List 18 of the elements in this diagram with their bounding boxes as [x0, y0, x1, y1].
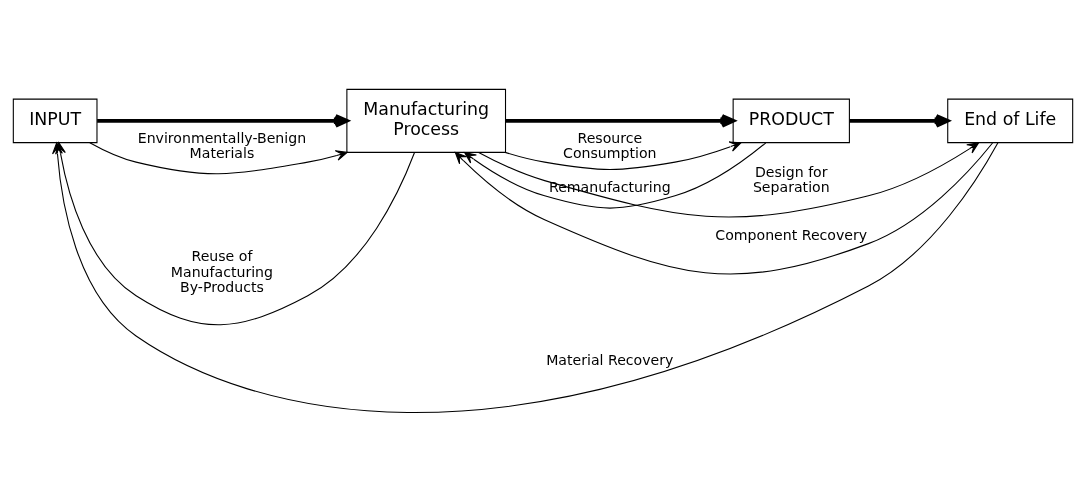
arrow: [478, 142, 980, 218]
node-box: INPUT: [12, 98, 98, 144]
arrow: [464, 142, 767, 209]
node-box: Manufacturing Process: [346, 88, 507, 153]
arrow: [504, 141, 742, 171]
edge-label: Resource Consumption: [563, 130, 657, 162]
arrow: [454, 142, 994, 275]
edge-label: Component Recovery: [715, 226, 868, 243]
arrow: [849, 114, 950, 128]
arrow: [505, 114, 735, 128]
edge-label: Reuse of Manufacturing By-Products: [170, 248, 274, 295]
arrow: [97, 114, 349, 128]
node-box: PRODUCT: [732, 98, 850, 144]
arrow: [89, 142, 348, 175]
node-box: End of Life: [947, 98, 1074, 144]
edge-label: Design for Separation: [752, 163, 830, 195]
edge-label: Environmentally-Benign Materials: [137, 130, 307, 162]
edge-label: Material Recovery: [546, 351, 674, 368]
